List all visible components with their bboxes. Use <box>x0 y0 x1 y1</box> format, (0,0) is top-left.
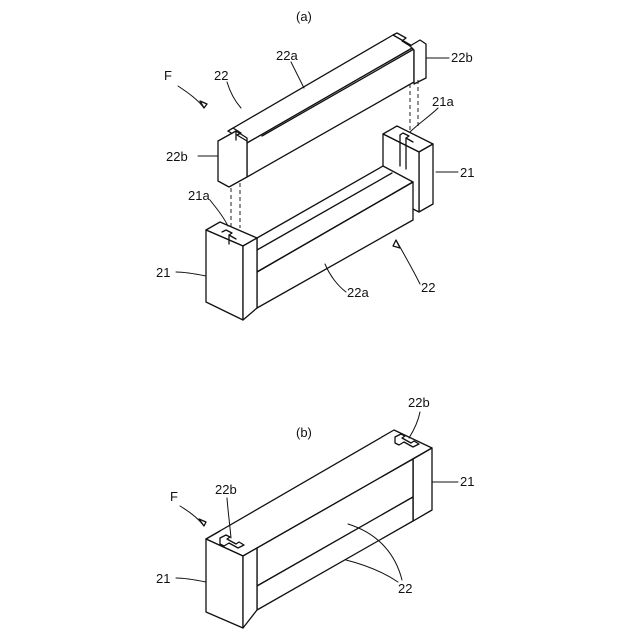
label-22b-top-right: 22b <box>408 395 430 410</box>
label-21a-left: 21a <box>188 188 210 203</box>
label-21-right-b: 21 <box>460 474 474 489</box>
label-22b-left: 22b <box>166 149 188 164</box>
assembled-left-post-side <box>243 548 257 628</box>
panel-a: (a) <box>156 9 474 320</box>
label-22-lower: 22 <box>421 280 435 295</box>
label-F-b: F <box>170 489 178 504</box>
label-22a-bottom: 22a <box>347 285 369 300</box>
label-22-b: 22 <box>398 581 412 596</box>
label-21-right: 21 <box>460 165 474 180</box>
panel-b: (b) 22b F 22b 21 21 22 <box>156 395 474 628</box>
panel-a-caption: (a) <box>296 9 312 24</box>
label-22a-top: 22a <box>276 48 298 63</box>
label-21a-right: 21a <box>432 94 454 109</box>
arrow-F-a <box>178 86 204 108</box>
label-21-left-b: 21 <box>156 571 170 586</box>
label-F-a: F <box>164 68 172 83</box>
label-22-upper: 22 <box>214 68 228 83</box>
label-22b-right: 22b <box>451 50 473 65</box>
upper-beam-left-tenon <box>218 131 247 187</box>
label-21-left: 21 <box>156 265 170 280</box>
label-22b-top-left: 22b <box>215 482 237 497</box>
lower-beams <box>257 166 413 308</box>
arrow-F-b <box>180 506 204 526</box>
panel-b-caption: (b) <box>296 425 312 440</box>
assembled-right-post <box>413 448 432 521</box>
left-post <box>206 222 257 320</box>
